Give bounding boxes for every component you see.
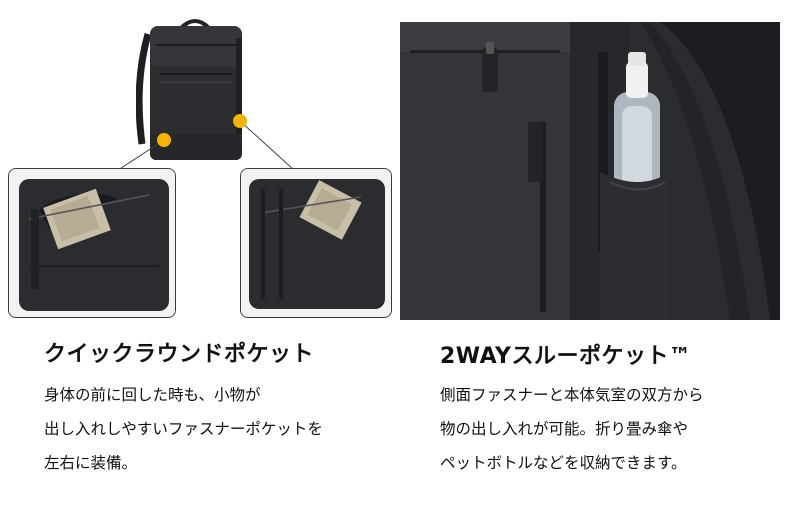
- left-feature-line: 出し入れしやすいファスナーポケットを: [44, 420, 323, 438]
- inset-left-pocket-image: [8, 168, 176, 318]
- callout-dot-right: [233, 114, 247, 128]
- left-feature-line: 身体の前に回した時も、小物が: [44, 386, 261, 404]
- inset-right-pocket-image: [240, 168, 392, 318]
- backpack-product-image: [136, 19, 242, 160]
- left-feature-description: 身体の前に回した時も、小物が 出し入れしやすいファスナーポケットを 左右に装備。: [44, 378, 323, 480]
- callout-dot-left: [157, 133, 171, 147]
- callout-lines: [105, 114, 317, 191]
- left-feature-heading: クイックラウンドポケット: [44, 342, 315, 367]
- side-pocket-bottle-photo: [400, 22, 780, 320]
- left-feature-line: 左右に装備。: [44, 454, 138, 472]
- right-feature-description: 側面ファスナーと本体気室の双方から 物の出し入れが可能。折り畳み傘や ペットボト…: [440, 378, 704, 480]
- right-feature-line: 側面ファスナーと本体気室の双方から: [440, 386, 704, 404]
- right-feature-line: 物の出し入れが可能。折り畳み傘や: [440, 420, 689, 438]
- right-feature-line: ペットボトルなどを収納できます。: [440, 454, 687, 472]
- right-feature-heading: 2WAYスルーポケット™: [440, 344, 692, 369]
